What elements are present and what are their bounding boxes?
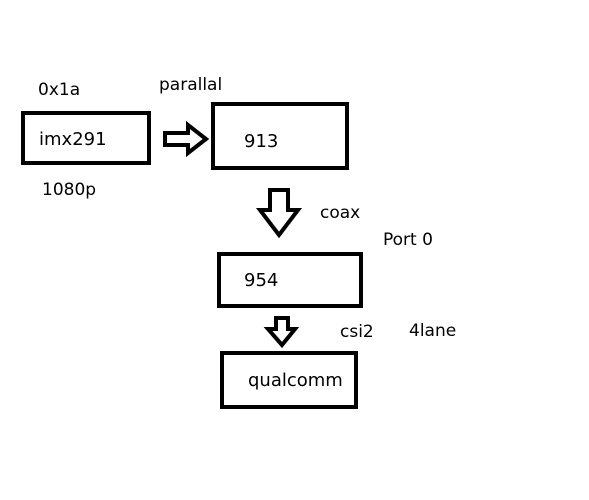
serializer-box xyxy=(211,102,349,170)
lanes-label: 4lane xyxy=(409,321,457,341)
resolution-label: 1080p xyxy=(42,180,97,200)
down-arrow-icon xyxy=(263,316,300,349)
coax-link-label: coax xyxy=(320,203,361,223)
port-label: Port 0 xyxy=(383,230,433,250)
sensor-box xyxy=(21,111,151,165)
soc-label: qualcomm xyxy=(248,370,343,391)
right-arrow-icon xyxy=(163,120,210,158)
deserializer-label: 954 xyxy=(244,270,279,291)
deserializer-box xyxy=(217,252,363,308)
soc-box xyxy=(220,351,358,409)
address-label: 0x1a xyxy=(38,80,81,100)
csi2-link-label: csi2 xyxy=(340,322,374,342)
sensor-label: imx291 xyxy=(39,129,107,150)
down-arrow-icon xyxy=(255,188,303,239)
serializer-label: 913 xyxy=(244,131,279,152)
parallel-link-label: parallal xyxy=(159,75,223,95)
